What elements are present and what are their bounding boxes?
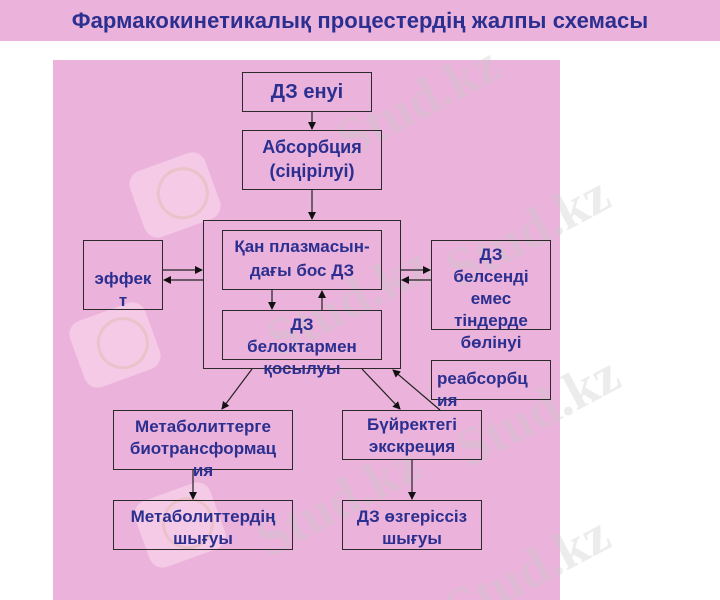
- page-title: Фармакокинетикалық процестердің жалпы сх…: [71, 7, 649, 33]
- node-biotransformation-label-1: Метаболиттерге: [135, 417, 271, 436]
- node-absorption: [242, 130, 382, 190]
- node-reabsorption-label-1: реабсорбц: [437, 369, 528, 388]
- node-protein-bound-label-1: ДЗ: [290, 315, 314, 334]
- node-metabolite-excretion-label-2: шығуы: [173, 529, 233, 548]
- node-tissue-label-2: белсенді: [453, 267, 529, 286]
- node-entry-label: ДЗ енуі: [270, 81, 344, 103]
- node-effect: [83, 240, 163, 310]
- node-entry: [242, 72, 372, 112]
- node-protein-bound: [222, 310, 382, 360]
- node-protein-bound-label-2: белоктармен: [247, 337, 357, 356]
- node-absorption-label-1: Абсорбция: [262, 137, 362, 157]
- node-unchanged-excretion-label-2: шығуы: [382, 529, 442, 548]
- node-tissue-distribution: [431, 240, 551, 330]
- diagram-panel: [53, 60, 560, 600]
- header-bar: Фармакокинетикалық процестердің жалпы сх…: [0, 0, 720, 41]
- node-biotransformation: [113, 410, 293, 470]
- node-free-drug-label-2: дағы бос ДЗ: [249, 261, 355, 280]
- node-renal-excretion: [342, 410, 482, 460]
- node-unchanged-excretion: [342, 500, 482, 550]
- node-renal-excretion-label-2: экскреция: [368, 437, 456, 456]
- node-absorption-label-2: (сіңірілуі): [269, 161, 355, 181]
- node-plasma-container: [203, 220, 401, 369]
- node-effect-label-1: эффек: [94, 269, 152, 288]
- node-tissue-label-4: тіндерде: [454, 311, 528, 330]
- node-metabolite-excretion-label-1: Метаболиттердің: [130, 507, 276, 526]
- node-unchanged-excretion-label-1: ДЗ өзгеріссіз: [356, 507, 468, 526]
- node-effect-label-2: т: [118, 291, 128, 310]
- node-metabolite-excretion: [113, 500, 293, 550]
- node-protein-bound-label-3: қосылуы: [263, 359, 341, 378]
- node-tissue-label-5: бөлінуі: [460, 333, 522, 352]
- node-tissue-label-1: ДЗ: [479, 245, 503, 264]
- node-biotransformation-label-3: ия: [192, 461, 214, 480]
- node-biotransformation-label-2: биотрансформац: [129, 439, 277, 458]
- node-free-drug-label-1: Қан плазмасын-: [234, 237, 370, 256]
- node-renal-excretion-label-1: Бүйректегі: [366, 415, 458, 434]
- node-free-drug: [222, 230, 382, 290]
- node-tissue-label-3: емес: [470, 289, 512, 308]
- node-reabsorption-label-2: ия: [437, 391, 458, 410]
